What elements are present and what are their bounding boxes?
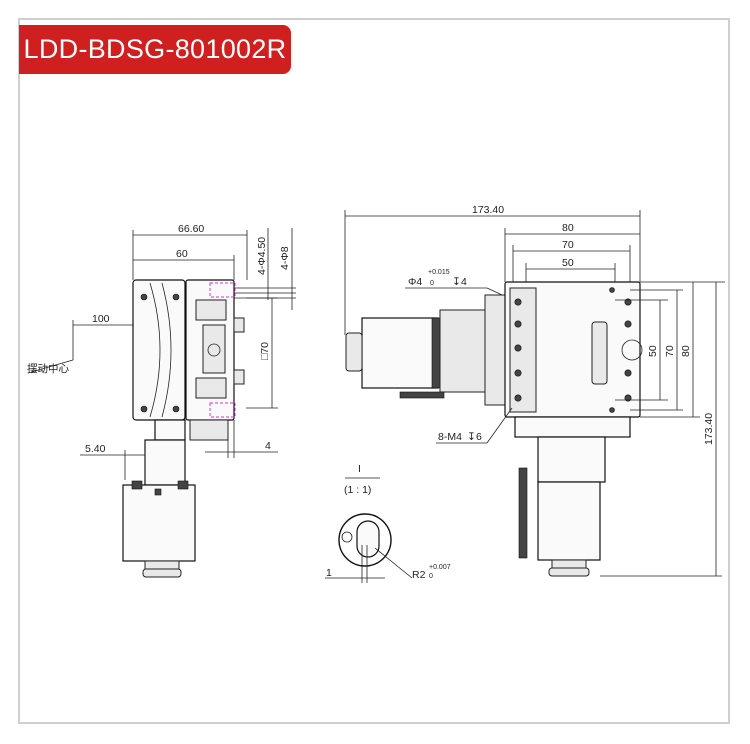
pin-tol-lower: 0: [430, 280, 434, 287]
dim-80-side: 80: [680, 345, 692, 357]
detail-radius-tol-upper: +0.007: [429, 564, 451, 571]
pin-depth: 4: [461, 276, 467, 288]
detail-offset-1: 1: [326, 567, 332, 579]
dim-173-40-height: 173.40: [703, 413, 715, 445]
dim-square-70: □70: [259, 342, 271, 360]
dim-5-40: 5.40: [85, 443, 106, 455]
dim-4: 4: [265, 440, 271, 452]
dim-80-top: 80: [562, 222, 574, 234]
thread-depth-symbol: ↧: [467, 431, 476, 443]
dim-50-top: 50: [562, 257, 574, 269]
detail-scale: (1 : 1): [344, 484, 371, 496]
left-view: 66.60 60 4-Φ4.50 4-Φ8 □70: [27, 223, 296, 578]
pin-tol-upper: +0.015: [428, 269, 450, 276]
detail-label: I: [358, 463, 361, 475]
right-view: 173.40 80 70 50 Φ4 +0.015 0 ↧ 4: [344, 204, 725, 577]
pin-hole: Φ4: [408, 276, 422, 288]
detail-radius: R2: [412, 569, 426, 581]
detail-radius-tol-lower: 0: [429, 573, 433, 580]
dim-60: 60: [176, 248, 188, 260]
dim-173-40-width: 173.40: [472, 204, 504, 216]
thread-spec: 8-M4: [438, 431, 462, 443]
thread-depth: 6: [476, 431, 482, 443]
dim-50-side: 50: [647, 345, 659, 357]
dim-hole-8: 4-Φ8: [279, 246, 291, 270]
dim-66-60: 66.60: [178, 223, 204, 235]
pivot-label: 摆动中心: [27, 362, 69, 375]
pin-depth-symbol: ↧: [452, 276, 461, 288]
detail-view: I (1 : 1) 1 R2 +0.007 0: [325, 463, 451, 583]
dim-100: 100: [92, 313, 110, 325]
dim-70-side: 70: [664, 345, 676, 357]
product-title-badge: LDD-BDSG-801002R: [19, 25, 291, 74]
dim-hole-4-5: 4-Φ4.50: [256, 237, 268, 275]
product-title: LDD-BDSG-801002R: [23, 34, 287, 64]
dim-70-top: 70: [562, 239, 574, 251]
